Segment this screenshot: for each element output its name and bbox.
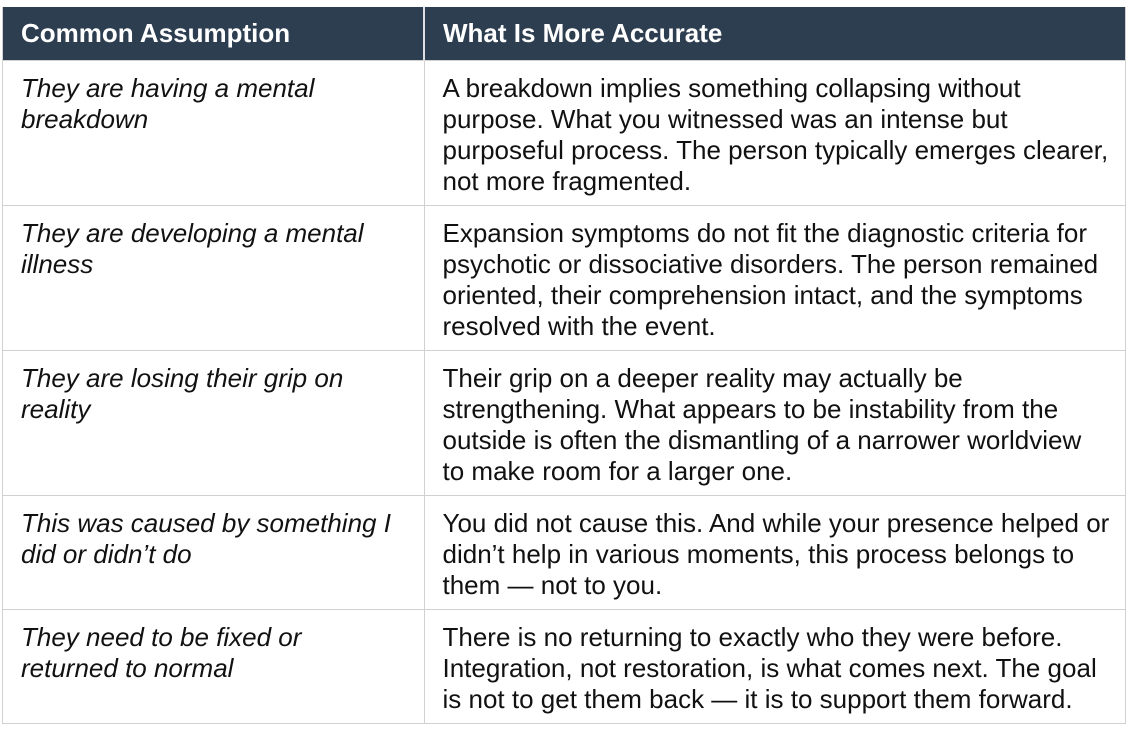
table-row: They are losing their grip on reality Th… (3, 350, 1125, 496)
table-header: Common Assumption What Is More Accurate (3, 7, 1125, 61)
table-row: They are developing a mental illness Exp… (3, 205, 1125, 351)
accurate-cell: Their grip on a deeper reality may actua… (423, 350, 1125, 496)
table-row: They are having a mental breakdown A bre… (3, 60, 1125, 206)
table-row: They need to be fixed or returned to nor… (3, 609, 1125, 723)
table-body: They are having a mental breakdown A bre… (3, 60, 1125, 723)
assumption-cell: They are losing their grip on reality (3, 350, 424, 496)
assumption-cell: This was caused by something I did or di… (3, 495, 424, 610)
accurate-cell: A breakdown implies something collapsing… (423, 60, 1125, 206)
accurate-cell: There is no returning to exactly who the… (423, 609, 1125, 723)
assumption-cell: They need to be fixed or returned to nor… (3, 609, 424, 723)
accurate-cell: Expansion symptoms do not fit the diagno… (423, 205, 1125, 351)
table-row: This was caused by something I did or di… (3, 495, 1125, 610)
assumption-cell: They are having a mental breakdown (3, 60, 424, 206)
assumption-cell: They are developing a mental illness (3, 205, 424, 351)
assumptions-vs-accuracy-table: Common Assumption What Is More Accurate … (3, 7, 1125, 723)
column-header-common-assumption: Common Assumption (3, 7, 424, 61)
comparison-table-container: Common Assumption What Is More Accurate … (2, 7, 1126, 724)
header-row: Common Assumption What Is More Accurate (3, 7, 1125, 61)
column-header-what-is-more-accurate: What Is More Accurate (423, 7, 1125, 61)
accurate-cell: You did not cause this. And while your p… (423, 495, 1125, 610)
